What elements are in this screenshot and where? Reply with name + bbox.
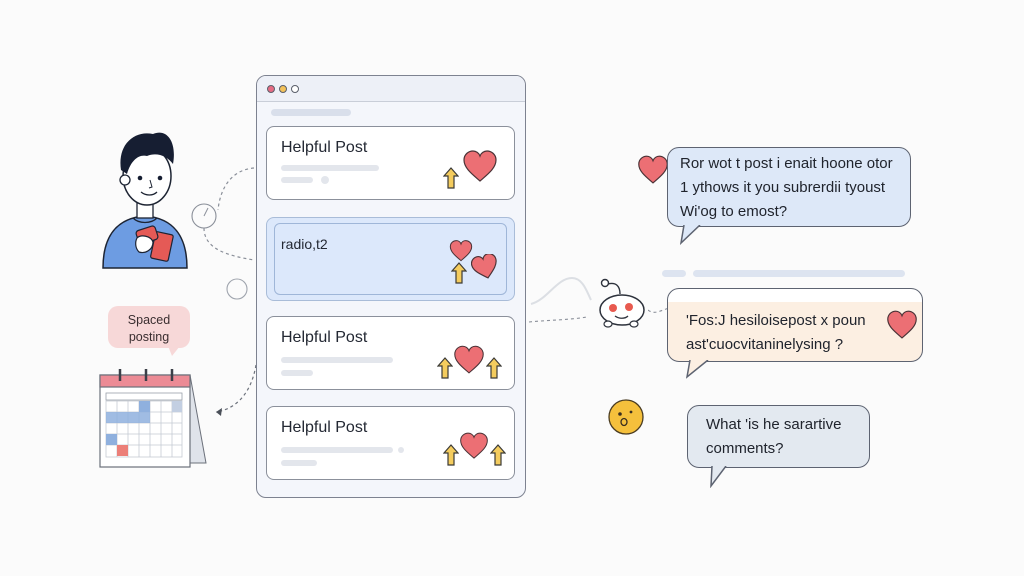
heart-icon[interactable] (471, 254, 499, 280)
post-title: Helpful Post (281, 329, 368, 346)
reddit-mascot-icon (599, 278, 645, 328)
connector-line (528, 276, 592, 323)
speech-bubble-middle: 'Fos:J hesiloisepost x poun ast'cuocvita… (667, 288, 923, 362)
heart-icon[interactable] (459, 431, 489, 461)
browser-window: Helpful Post radio,t2 Helpful Post Helpf… (256, 75, 526, 498)
heart-icon[interactable] (453, 345, 485, 375)
dashed-connectors (191, 167, 257, 416)
post-title: Helpful Post (281, 419, 368, 436)
surprised-emoji-icon (608, 399, 644, 435)
upvote-arrow-icon[interactable] (443, 444, 459, 466)
heart-icon[interactable] (462, 150, 498, 183)
maximize-button[interactable] (291, 84, 299, 93)
upvote-arrow-icon[interactable] (451, 262, 467, 284)
heart-icon (887, 310, 917, 339)
upvote-arrow-icon[interactable] (437, 357, 453, 379)
post-card-highlighted[interactable]: radio,t2 (266, 217, 515, 301)
post-title: Helpful Post (281, 139, 368, 156)
minimize-button[interactable] (279, 84, 287, 93)
window-titlebar (257, 76, 525, 102)
speech-bubble-top: Ror wot t post i enait hoone otor 1 ytho… (667, 147, 911, 227)
calendar-icon (99, 369, 207, 468)
heart-icon (638, 155, 668, 184)
speech-bubble-bottom: What 'is he sarartive comments? (687, 405, 870, 468)
heart-icon[interactable] (449, 240, 473, 262)
post-title: radio,t2 (281, 236, 328, 252)
upvote-arrow-icon[interactable] (490, 444, 506, 466)
address-bar[interactable] (271, 109, 351, 116)
upvote-arrow-icon[interactable] (486, 357, 502, 379)
spaced-posting-label: Spaced posting (108, 306, 190, 348)
post-card[interactable]: Helpful Post (266, 316, 515, 390)
post-card[interactable]: Helpful Post (266, 126, 515, 200)
upvote-arrow-icon[interactable] (443, 167, 459, 189)
post-card[interactable]: Helpful Post (266, 406, 515, 480)
person-illustration (102, 132, 188, 269)
close-button[interactable] (267, 84, 275, 93)
